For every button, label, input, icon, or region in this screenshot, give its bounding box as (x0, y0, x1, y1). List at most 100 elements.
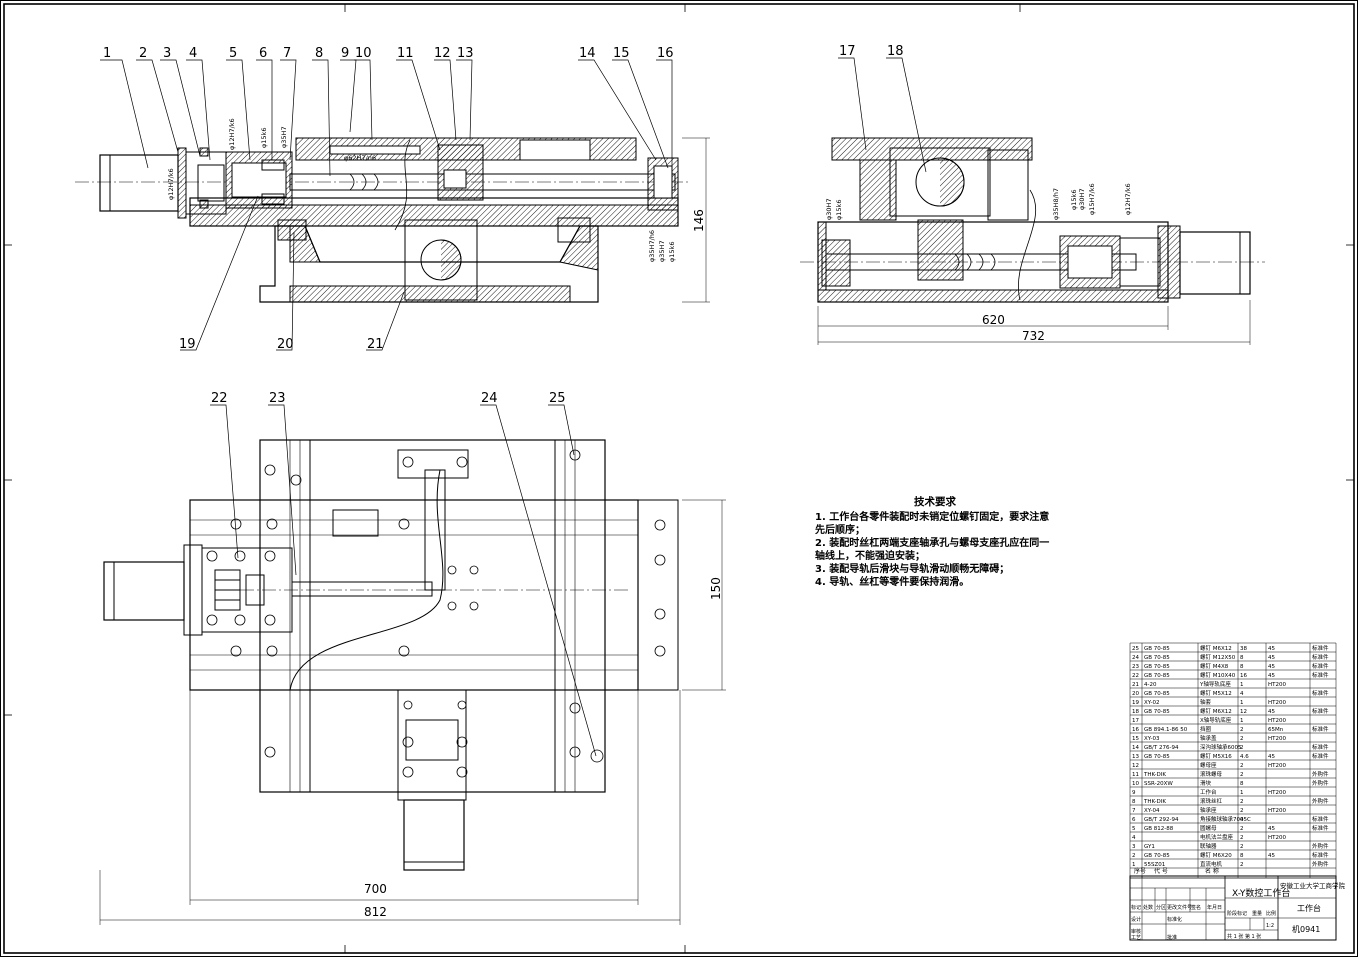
parts-cell-code: GB/T 276-94 (1144, 745, 1179, 751)
parts-cell-note: 外购件 (1312, 860, 1329, 868)
parts-cell-code: XY-03 (1144, 736, 1160, 742)
parts-cell-note: 标准件 (1312, 752, 1329, 760)
parts-cell-no: 22 (1132, 673, 1139, 679)
parts-cell-mat: HT200 (1268, 700, 1286, 706)
mark-label: 标记 (1131, 904, 1141, 911)
parts-cell-qty: 2 (1240, 799, 1244, 805)
parts-cell-name: Y轴导轨底座 (1199, 680, 1231, 688)
header-code: 代 号 (1154, 867, 1168, 875)
parts-cell-no: 2 (1132, 853, 1136, 859)
parts-cell-code: GB 70-85 (1144, 673, 1170, 679)
parts-cell-no: 8 (1132, 799, 1136, 805)
parts-cell-no: 5 (1132, 826, 1136, 832)
fit-label: φ35H8/h7 (1052, 188, 1060, 220)
sheet-info: 共 1 张 第 1 张 (1227, 933, 1261, 940)
parts-cell-mat: 45 (1268, 664, 1275, 670)
parts-cell-qty: 2 (1240, 808, 1244, 814)
callout-22: 22 (211, 391, 228, 406)
parts-cell-name: 螺钉 M6X12 (1200, 644, 1232, 652)
std-label: 标准化 (1167, 916, 1182, 923)
scale-ratio: 1:2 (1266, 923, 1274, 929)
parts-cell-qty: 4.6 (1240, 754, 1249, 760)
parts-cell-qty: 8 (1240, 664, 1244, 670)
parts-cell-qty: 8 (1240, 655, 1244, 661)
header-no: 序号 (1134, 867, 1146, 875)
fit-label: φ15k6 (835, 200, 843, 220)
callout-6: 6 (259, 46, 267, 61)
dimension-values: 146 620 732 150 700 812 (364, 209, 1045, 919)
callout-8: 8 (315, 46, 323, 61)
parts-cell-no: 1 (1132, 862, 1136, 868)
parts-cell-no: 16 (1132, 727, 1139, 733)
count-label: 处数 (1143, 904, 1153, 911)
parts-cell-name: 直流电机 (1200, 860, 1223, 868)
parts-cell-qty: 2 (1240, 727, 1244, 733)
parts-cell-code: GB 70-85 (1144, 754, 1170, 760)
parts-cell-note: 标准件 (1312, 815, 1329, 823)
parts-cell-code: XY-04 (1144, 808, 1160, 814)
parts-cell-mat: 45 (1268, 646, 1275, 652)
parts-cell-qty: 2 (1240, 745, 1244, 751)
drawing-number: 机0941 (1292, 924, 1320, 934)
parts-cell-name: 滑块 (1200, 779, 1212, 787)
parts-cell-qty: 2 (1240, 772, 1244, 778)
school-name: 安徽工业大学工商学院 (1280, 881, 1346, 890)
parts-cell-qty: 1 (1240, 682, 1244, 688)
parts-cell-name: 电机法兰盘座 (1200, 833, 1234, 841)
parts-cell-name: 螺钉 M4X8 (1200, 662, 1229, 670)
parts-cell-qty: 1 (1240, 718, 1244, 724)
dim-812: 812 (364, 905, 387, 919)
callout-4: 4 (189, 46, 197, 61)
tech-req-item-2: 2. 装配时丝杠两端支座轴承孔与螺母支座孔应在同一轴线上，不能强迫安装； (815, 538, 1050, 562)
callout-17: 17 (839, 44, 856, 59)
parts-cell-no: 10 (1132, 781, 1139, 787)
parts-cell-qty: 4 (1240, 817, 1244, 823)
review-label: 审核 (1131, 928, 1141, 935)
parts-cell-note: 标准件 (1312, 689, 1329, 697)
parts-cell-code: GB/T 292-94 (1144, 817, 1179, 823)
callout-10: 10 (355, 46, 372, 61)
parts-cell-name: 螺钉 M6X20 (1200, 851, 1232, 859)
callout-numbers: 1 2 3 4 5 6 7 8 9 10 11 12 13 14 15 16 1… (103, 44, 904, 406)
parts-cell-code: 4-20 (1144, 682, 1157, 688)
parts-cell-qty: 8 (1240, 853, 1244, 859)
parts-cell-note: 标准件 (1312, 671, 1329, 679)
fit-label: φ30H7 (1078, 188, 1086, 210)
callout-7: 7 (283, 46, 291, 61)
parts-cell-name: 螺钉 M10X40 (1200, 671, 1236, 679)
fit-label: φ15k6 (1070, 190, 1078, 210)
parts-cell-qty: 2 (1240, 844, 1244, 850)
callout-16: 16 (657, 46, 674, 61)
parts-cell-code: GB 812-88 (1144, 826, 1174, 832)
fit-label: φ15k6 (668, 242, 676, 262)
parts-cell-no: 21 (1132, 682, 1139, 688)
parts-cell-note: 标准件 (1312, 725, 1329, 733)
parts-cell-qty: 16 (1240, 673, 1247, 679)
parts-cell-no: 9 (1132, 790, 1136, 796)
parts-cell-name: X轴导轨底座 (1200, 716, 1232, 724)
parts-cell-note: 标准件 (1312, 824, 1329, 832)
parts-cell-note: 标准件 (1312, 644, 1329, 652)
dim-700: 700 (364, 882, 387, 896)
fit-label: φ35H7 (658, 240, 666, 262)
parts-cell-qty: 2 (1240, 826, 1244, 832)
fit-label: φ30H7 (825, 198, 833, 220)
fit-label: φ35H7/h6 (648, 230, 656, 262)
fit-label: φ12H7/k6 (228, 118, 236, 150)
callout-13: 13 (457, 46, 474, 61)
callout-15: 15 (613, 46, 630, 61)
parts-cell-code: GB 70-85 (1144, 655, 1170, 661)
stage-label: 阶段标记 (1227, 910, 1247, 917)
parts-cell-no: 19 (1132, 700, 1139, 706)
callout-1: 1 (103, 46, 111, 61)
parts-cell-mat: HT200 (1268, 736, 1286, 742)
parts-cell-name: 圆螺母 (1200, 824, 1217, 832)
fit-label: φ12H7/k6 (167, 168, 175, 200)
parts-header: 序号 代 号 名 称 (1134, 867, 1219, 875)
callout-5: 5 (229, 46, 237, 61)
callout-2: 2 (139, 46, 147, 61)
parts-cell-note: 外购件 (1312, 797, 1329, 805)
parts-cell-mat: HT200 (1268, 790, 1286, 796)
parts-cell-name: 螺钉 M5X12 (1200, 689, 1232, 697)
parts-cell-note: 标准件 (1312, 851, 1329, 859)
